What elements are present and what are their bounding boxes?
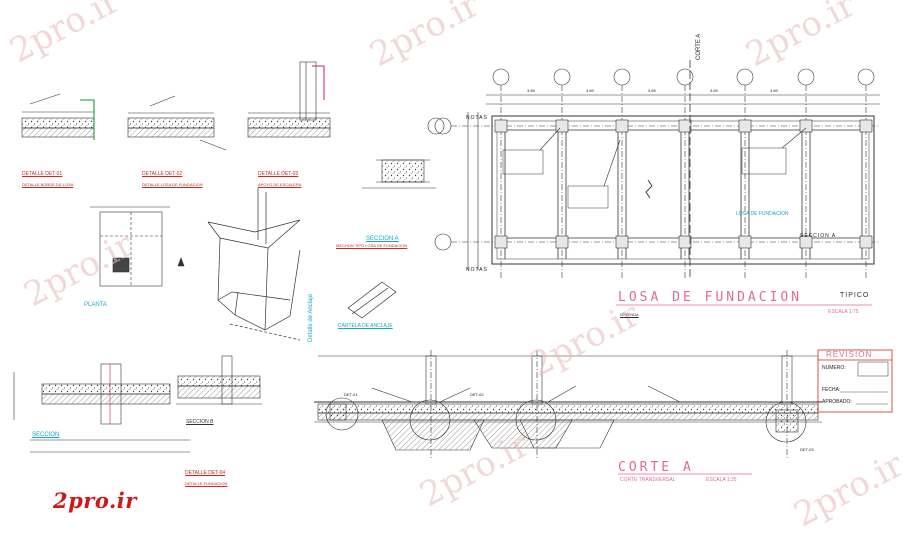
detail-det02-drawing xyxy=(127,95,227,151)
corte-a-drawing xyxy=(314,350,822,460)
det03-title: DETALLE DET-03 xyxy=(258,171,299,177)
section-left-drawing xyxy=(13,363,190,453)
anclaje-isometric-drawing xyxy=(207,188,301,341)
corte-a-marker: CORTE A xyxy=(696,33,702,60)
notas-label: NOTAS xyxy=(466,115,488,121)
leyenda-label: LEYENDA xyxy=(620,312,639,317)
seccion-a-label: SECCION A xyxy=(366,236,399,242)
mechon-label: MECHON TIPO LOSA DE FUNDACION xyxy=(336,243,408,248)
section-b-drawing xyxy=(176,355,262,405)
seccion-b-label: SECCION B xyxy=(186,419,214,425)
notas-label-bottom: NOTAS xyxy=(466,267,488,273)
plan-dim: 3.65 xyxy=(527,88,535,93)
plan-title: LOSA DE FUNDACION xyxy=(618,290,803,305)
foundation-plan-drawing xyxy=(434,60,880,280)
revision-box xyxy=(817,349,893,413)
corte-det03: DET-03 xyxy=(800,447,814,452)
site-logo: 2pro.ir xyxy=(53,488,137,513)
plan-dim: 3.69 xyxy=(770,88,778,93)
det04-subtitle: DETALLE FUNDACION xyxy=(185,481,228,486)
revision-fecha: FECHA: xyxy=(822,387,841,393)
plan-dim: 3.69 xyxy=(586,88,594,93)
revision-aprobado: APROBADO: xyxy=(822,399,852,405)
det01-title: DETALLE DET-01 xyxy=(22,171,63,177)
corte-subtitle: CORTE TRANSVERSAL xyxy=(620,477,676,483)
plan-dim: 3.69 xyxy=(648,88,656,93)
planta-anchor-drawing xyxy=(90,206,185,287)
det04-title: DETALLE DET-04 xyxy=(185,470,226,476)
detail-mechon-drawing xyxy=(362,117,445,189)
planta-label: PLANTA xyxy=(84,302,107,308)
plan-seccion-a: SECCION A xyxy=(800,233,837,239)
plan-dim: 3.69 xyxy=(710,88,718,93)
detail-det01-drawing xyxy=(21,93,95,140)
revision-title: REVISION xyxy=(826,350,873,359)
plan-escala: ESCALA 1:75 xyxy=(828,309,859,315)
corte-escala: ESCALA 1:25 xyxy=(706,477,737,483)
seccion-label: SECCION xyxy=(32,432,60,438)
cartela-drawing xyxy=(347,281,397,319)
det02-title: DETALLE DET-02 xyxy=(142,171,183,177)
det03-subtitle: APOYO DE ESCALERA xyxy=(258,182,302,187)
corte-title: CORTE A xyxy=(618,460,694,475)
corte-det02: DET-02 xyxy=(470,392,484,397)
corte-det01: DET-01 xyxy=(344,392,358,397)
plan-losa-label: LOSA DE FUNDACION xyxy=(736,211,789,217)
cartela-label: CARTELA DE ANCLAJE xyxy=(338,323,393,329)
revision-numero: NUMERO: xyxy=(822,365,846,371)
det02-subtitle: DETALLE LOSA DE FUNDACION xyxy=(142,182,203,187)
det01-subtitle: DETALLE BORDE DE LOSA xyxy=(22,182,74,187)
plan-title-suffix: TIPICO xyxy=(840,292,870,299)
detail-det03-drawing xyxy=(247,61,331,138)
detalle-anclaje-label: Detalle de Anclaje xyxy=(308,293,314,342)
